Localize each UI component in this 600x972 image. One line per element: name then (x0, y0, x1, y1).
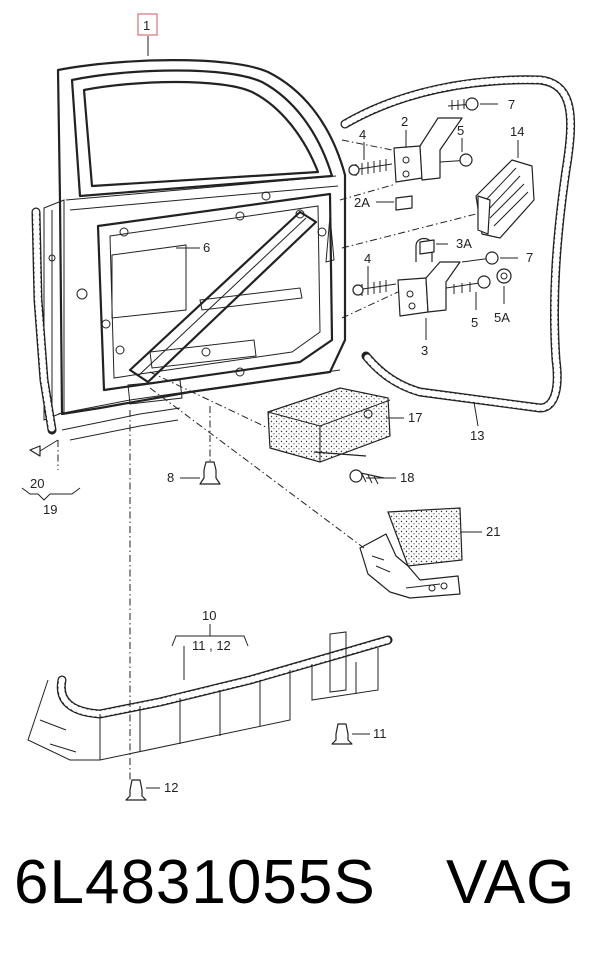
callout-20: 20 (30, 476, 44, 491)
block-17 (267, 387, 391, 485)
bracket-21 (359, 507, 463, 599)
callout-2: 2 (401, 114, 408, 129)
callout-4-lower: 4 (364, 251, 371, 266)
callout-labels: 1 2 4 5 7 14 2A 3A 7 4 5 5A 3 6 17 13 8 … (30, 13, 533, 795)
upper-hinge (348, 97, 479, 211)
callout-4-upper: 4 (359, 127, 366, 142)
callout-3: 3 (421, 343, 428, 358)
seal-left (31, 207, 57, 435)
brand-name: VAG (446, 848, 576, 917)
screw-20 (29, 439, 59, 457)
callout-8: 8 (167, 470, 174, 485)
callout-11-12: 11 , 12 (192, 638, 231, 653)
callout-1-box (137, 13, 158, 36)
callout-13: 13 (470, 428, 484, 443)
callout-10: 10 (202, 608, 216, 623)
callout-1: 1 (143, 18, 150, 33)
door-seal (340, 75, 576, 413)
callout-5a: 5A (494, 310, 510, 325)
callout-5-upper: 5 (457, 123, 464, 138)
callout-11: 11 (373, 726, 387, 741)
callout-3a: 3A (456, 236, 472, 251)
callout-7-upper: 7 (508, 97, 515, 112)
clip-8 (199, 461, 221, 485)
clip-11 (331, 723, 353, 745)
reference-lines (57, 139, 477, 780)
callout-19: 19 (43, 502, 57, 517)
callout-17: 17 (408, 410, 422, 425)
callout-6: 6 (203, 240, 210, 255)
door-shell (43, 59, 347, 441)
callout-2a: 2A (354, 195, 370, 210)
callout-21: 21 (486, 524, 500, 539)
callout-12: 12 (164, 780, 178, 795)
callout-14: 14 (510, 124, 524, 139)
sill-seal (27, 631, 393, 761)
callout-7-lower: 7 (526, 250, 533, 265)
callout-18: 18 (400, 470, 414, 485)
part-number: 6L4831055S (14, 848, 376, 917)
clip-12 (125, 779, 147, 801)
callout-5-lower: 5 (471, 315, 478, 330)
lower-hinge (352, 237, 512, 317)
door-check-strap (475, 159, 535, 239)
leader-lines (21, 36, 519, 789)
